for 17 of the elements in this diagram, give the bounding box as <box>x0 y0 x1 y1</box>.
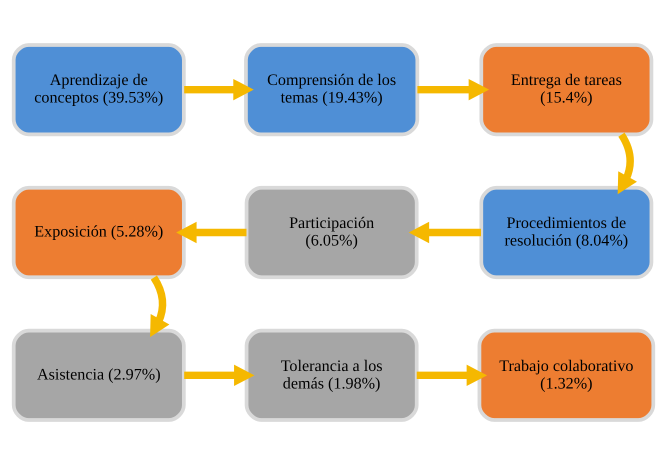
node-box: Participación (6.05%) <box>244 186 419 280</box>
arrow <box>618 132 637 194</box>
arrow <box>416 364 488 386</box>
node-box: Aprendizaje de conceptos (39.53%) <box>12 43 186 136</box>
node-box: Comprensión de los temas (19.43%) <box>244 43 420 136</box>
arrow <box>176 222 246 244</box>
node-box: Entrega de tareas (15.4%) <box>479 43 654 136</box>
arrow <box>417 78 490 100</box>
arrow <box>184 78 254 100</box>
arrow <box>184 364 254 386</box>
node-box: Trabajo colaborativo (1.32%) <box>478 328 656 422</box>
node-box: Procedimientos de resolución (8.04%) <box>479 186 654 280</box>
node-box: Asistencia (2.97%) <box>12 328 186 422</box>
node-box: Tolerancia a los demás (1.98%) <box>244 328 419 422</box>
node-box: Exposición (5.28%) <box>12 186 186 280</box>
arrow <box>150 276 170 338</box>
arrow <box>408 222 481 244</box>
